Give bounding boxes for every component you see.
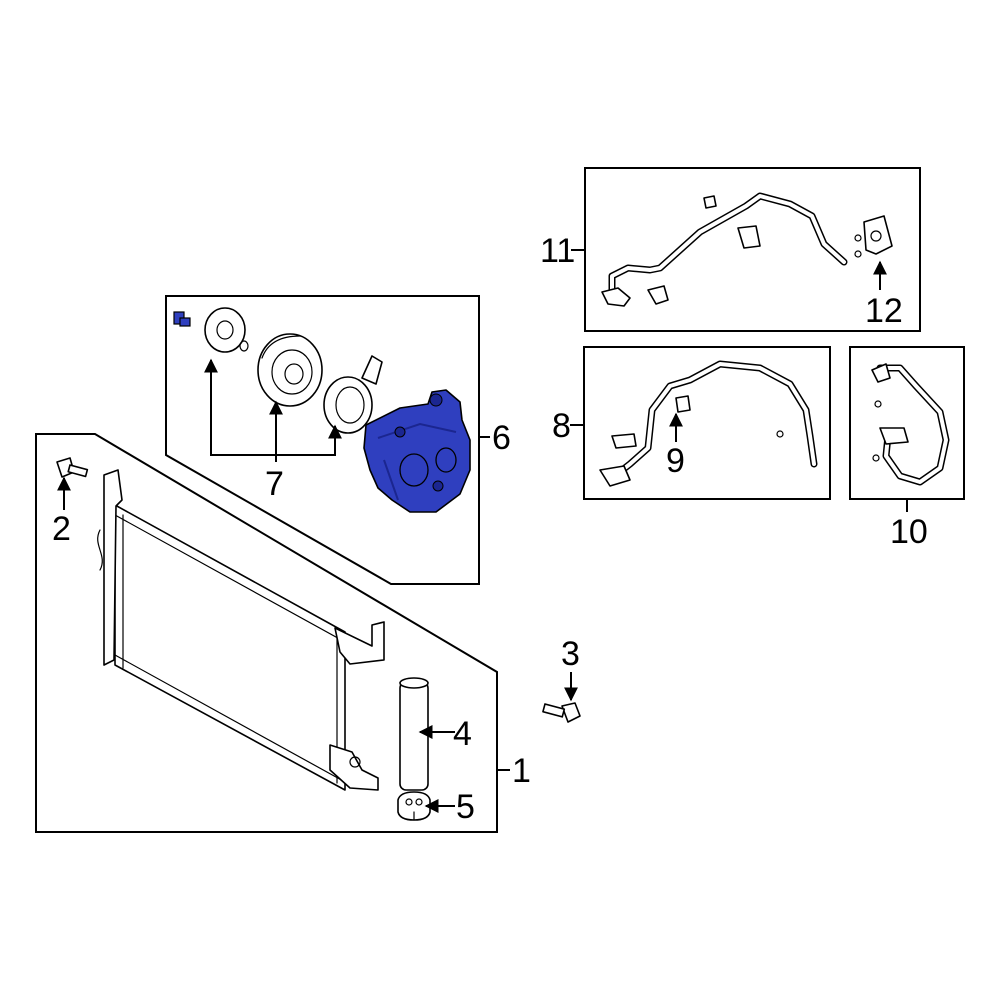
- clutch-bolt[interactable]: [173, 311, 191, 327]
- liquid-line[interactable]: [871, 363, 950, 486]
- callout-9: 9: [666, 442, 685, 480]
- hose-group-11: 11 12: [540, 167, 921, 332]
- condenser-bolt[interactable]: [56, 457, 89, 478]
- callout-8: 8: [552, 407, 571, 445]
- compressor-bolt-group: 3: [542, 635, 581, 723]
- receiver-drier[interactable]: [399, 677, 429, 791]
- discharge-line[interactable]: [601, 192, 848, 307]
- ac-compressor[interactable]: [363, 389, 471, 513]
- callout-5: 5: [456, 788, 475, 826]
- callout-7: 7: [265, 465, 284, 503]
- drier-cap[interactable]: [397, 791, 431, 821]
- pressure-sensor[interactable]: [675, 395, 691, 413]
- suction-line[interactable]: [599, 360, 818, 487]
- condenser-assembly[interactable]: [97, 469, 385, 791]
- compressor-group: 6 7: [165, 295, 511, 585]
- callout-3: 3: [561, 635, 580, 673]
- hose-group-8: 8 9: [552, 346, 831, 500]
- clutch-hub[interactable]: [204, 307, 249, 353]
- compressor-mount-bolt[interactable]: [542, 702, 581, 723]
- frame-8: [583, 346, 831, 500]
- condenser-frame: [35, 433, 498, 833]
- field-coil[interactable]: [323, 355, 383, 434]
- hose-group-10: 10: [849, 346, 965, 551]
- callout-12: 12: [865, 292, 903, 330]
- callout-1: 1: [512, 752, 531, 790]
- expansion-valve[interactable]: [854, 215, 893, 258]
- callout-10: 10: [890, 513, 928, 551]
- pulley[interactable]: [257, 333, 323, 407]
- callout-4: 4: [453, 715, 472, 753]
- callout-6: 6: [492, 419, 511, 457]
- condenser-group: 1 2 4 5: [35, 433, 531, 833]
- callout-11: 11: [540, 232, 575, 270]
- compressor-frame: [165, 295, 480, 585]
- callout-2: 2: [52, 510, 71, 548]
